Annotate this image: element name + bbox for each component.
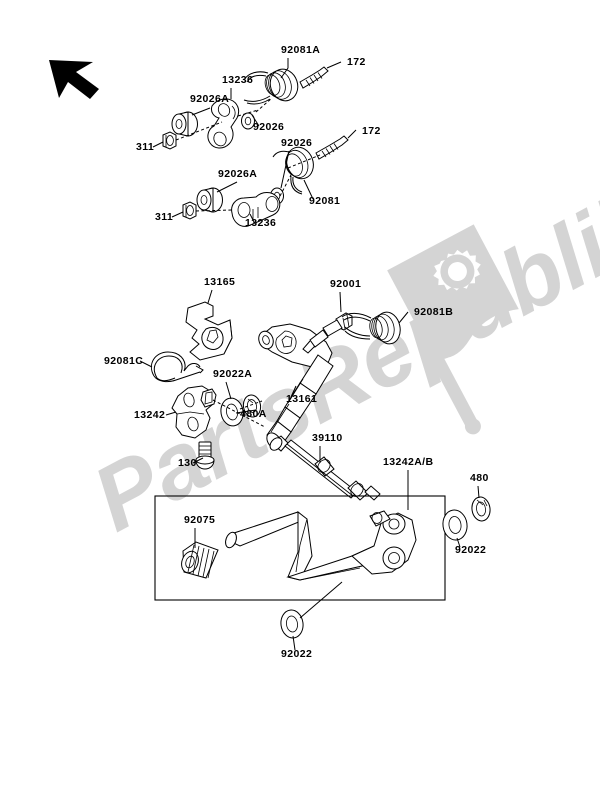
label-92026A-lower: 92026A bbox=[218, 168, 257, 180]
centerline-lower-1 bbox=[195, 209, 233, 212]
part-92075-rubber-pedal-tip bbox=[181, 541, 219, 579]
part-92081-spring-lower bbox=[272, 146, 314, 195]
label-92081: 92081 bbox=[309, 195, 340, 207]
part-92001-bolt bbox=[302, 312, 353, 354]
watermark-text: PartsRepublik bbox=[77, 169, 600, 551]
mouse-pointer-arrow-icon bbox=[49, 60, 99, 99]
watermark-gear-icon bbox=[387, 224, 519, 435]
label-311-lower: 311 bbox=[155, 211, 173, 223]
part-92026A-shim-lower bbox=[196, 187, 223, 213]
centerline-upper-2 bbox=[237, 109, 259, 117]
part-172-pin-lower bbox=[315, 135, 349, 160]
label-172-lower: 172 bbox=[362, 125, 381, 137]
label-92026-upper: 92026 bbox=[253, 121, 284, 133]
label-13236-upper: 13236 bbox=[222, 74, 253, 86]
watermark-group: PartsRepublik bbox=[77, 169, 600, 551]
part-92022-washer-bottom bbox=[280, 609, 304, 639]
label-130: 130 bbox=[178, 457, 197, 469]
label-92075: 92075 bbox=[184, 514, 215, 526]
label-92022-right: 92022 bbox=[455, 544, 486, 556]
label-480A: 480A bbox=[240, 408, 267, 420]
label-39110: 39110 bbox=[312, 432, 343, 444]
centerline-shaft-1 bbox=[212, 399, 266, 428]
part-130-pinch-bolt bbox=[195, 441, 215, 470]
part-13236-lever-upper bbox=[207, 98, 240, 149]
part-92081B-spring-return bbox=[341, 311, 401, 345]
pedal-assembly-boundary-box bbox=[154, 495, 446, 601]
label-92081C: 92081C bbox=[104, 355, 143, 367]
part-92026-shim-upper-small bbox=[241, 112, 255, 130]
part-92081C-spring-clip bbox=[150, 351, 204, 383]
centerline-upper-1 bbox=[175, 121, 223, 141]
centerline-shaft-2 bbox=[239, 400, 263, 410]
label-13242: 13242 bbox=[134, 409, 165, 421]
centerline-upper-3 bbox=[255, 97, 273, 113]
label-480: 480 bbox=[470, 472, 489, 484]
part-92026A-shim-upper bbox=[171, 111, 198, 137]
part-39110-tie-rod bbox=[269, 435, 381, 501]
label-311-upper: 311 bbox=[136, 141, 154, 153]
label-13236-lower: 13236 bbox=[245, 217, 276, 229]
part-311-nut-lower bbox=[182, 201, 197, 220]
centerline-lower-3 bbox=[287, 154, 321, 169]
label-92026A-upper: 92026A bbox=[190, 93, 229, 105]
part-13242AB-gear-change-pedal bbox=[225, 510, 417, 581]
part-480-circlip bbox=[471, 496, 491, 522]
part-13165-shift-fork-lever bbox=[185, 301, 233, 361]
part-13236-lever-lower bbox=[231, 192, 281, 227]
label-92001: 92001 bbox=[330, 278, 361, 290]
part-92022A-washer bbox=[220, 397, 244, 427]
label-92022A: 92022A bbox=[213, 368, 252, 380]
part-92022-washer-right bbox=[442, 509, 468, 541]
label-13161: 13161 bbox=[286, 393, 317, 405]
part-number-labels: 92081A 172 13236 92026A 92026 311 92026 … bbox=[104, 44, 489, 660]
label-92081B: 92081B bbox=[414, 306, 453, 318]
leader-lines-group bbox=[139, 58, 480, 651]
upper-shift-lever-assembly bbox=[162, 66, 349, 227]
label-92026-lower: 92026 bbox=[281, 137, 312, 149]
label-172-upper: 172 bbox=[347, 56, 366, 68]
label-13242AB: 13242A/B bbox=[383, 456, 433, 468]
centerline-lower-2 bbox=[279, 172, 293, 197]
part-311-nut-upper bbox=[162, 131, 177, 150]
label-92081A: 92081A bbox=[281, 44, 320, 56]
pedal-assembly bbox=[181, 510, 417, 581]
shift-shaft-assembly bbox=[150, 301, 401, 470]
label-13165: 13165 bbox=[204, 276, 235, 288]
label-92022-bottom: 92022 bbox=[281, 648, 312, 660]
part-172-pin-upper bbox=[299, 66, 329, 89]
part-92081A-spring bbox=[243, 68, 299, 105]
part-13242-change-lever bbox=[171, 385, 217, 439]
